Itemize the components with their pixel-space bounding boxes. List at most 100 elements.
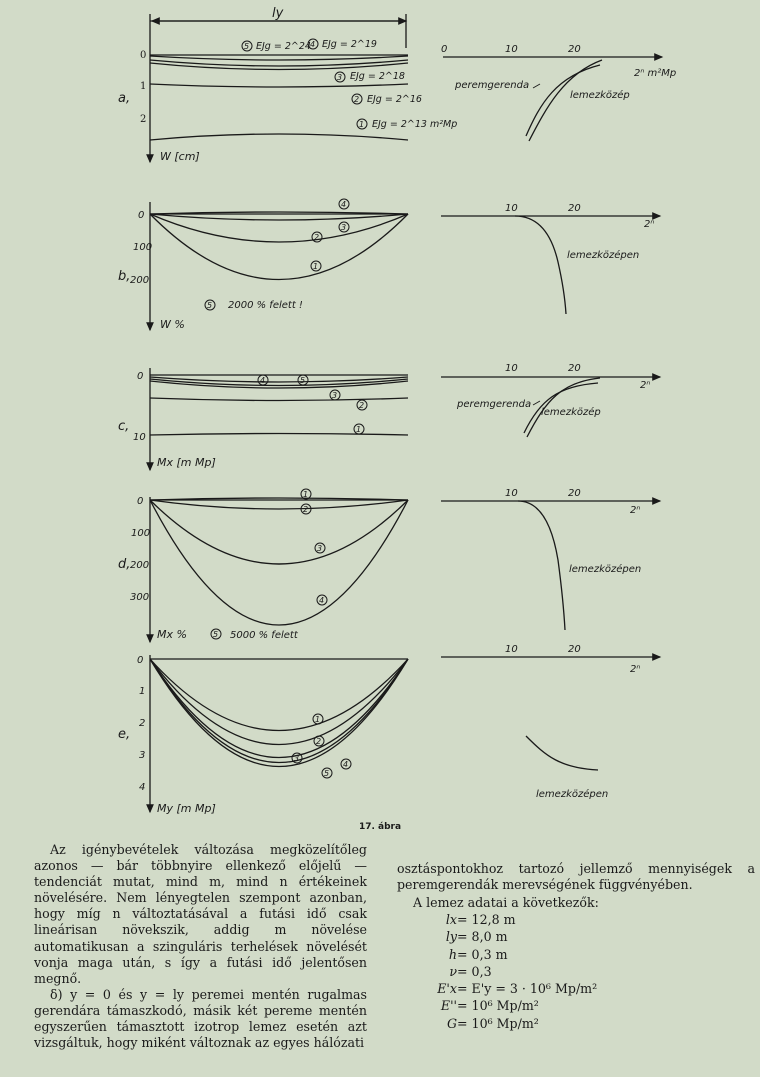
y-tick: 200 bbox=[130, 275, 149, 286]
y-tick: 100 bbox=[133, 242, 152, 253]
label-peremgerenda: peremgerenda bbox=[456, 399, 531, 410]
axis-label: W % bbox=[160, 318, 185, 331]
figure-caption: 17. ábra bbox=[358, 822, 402, 832]
param-row: h= 0,3 m bbox=[417, 946, 755, 963]
figure-17: ly a, 0 1 2 W [cm] 5 EJg = 2^24 4 EJg = … bbox=[118, 6, 676, 815]
y-tick: 4 bbox=[139, 782, 145, 793]
param-label: E'' bbox=[440, 998, 457, 1014]
curve-marker: 3 bbox=[317, 544, 322, 553]
note-marker: 5 bbox=[207, 301, 212, 310]
param-row: ly= 8,0 m bbox=[417, 928, 755, 945]
curve-marker: 1 bbox=[359, 120, 364, 129]
x-tick: 10 bbox=[505, 203, 518, 214]
curve-label: EJg = 2^13 m²Mp bbox=[372, 119, 457, 130]
panel-b-right-graph: 10 20 2ⁿ lemezközépen bbox=[441, 203, 662, 315]
panel-letter: c, bbox=[118, 419, 129, 434]
param-row: G= 10⁶ Mp/m² bbox=[417, 1015, 755, 1032]
paragraph: δ) y = 0 és y = ly peremei mentén rugalm… bbox=[34, 986, 367, 1051]
curve-marker: 2 bbox=[314, 233, 319, 242]
param-value: = 0,3 m bbox=[457, 946, 508, 962]
x-tick: 10 bbox=[505, 644, 518, 655]
curve-marker: 4 bbox=[319, 596, 324, 605]
y-tick: 200 bbox=[130, 560, 149, 571]
y-tick: 3 bbox=[139, 750, 145, 761]
curve-marker: 2 bbox=[359, 401, 364, 410]
y-tick: 0 bbox=[137, 371, 143, 382]
x-tick: 20 bbox=[568, 363, 581, 374]
y-tick: 2 bbox=[139, 718, 145, 729]
dimension-label: ly bbox=[272, 6, 284, 21]
panel-a: a, 0 1 2 W [cm] 5 EJg = 2^24 4 EJg = 2^1… bbox=[118, 38, 676, 164]
paragraph: Az igénybevételek változása megközelítől… bbox=[34, 842, 367, 986]
x-axis-label: 2ⁿ bbox=[640, 380, 650, 391]
panel-c-right-graph: 10 20 2ⁿ peremgerenda lemezközép bbox=[441, 363, 662, 438]
x-tick: 10 bbox=[505, 44, 518, 55]
curve-marker: 1 bbox=[303, 490, 308, 499]
panel-e: e, 0 1 2 3 4 My [m Mp] 1 2 3 4 5 1 bbox=[118, 644, 662, 815]
paragraph: osztáspontokhoz tartozó jellemző mennyis… bbox=[397, 861, 755, 893]
panel-d: d, 0 100 200 300 Mx % 1 2 3 4 5 5000 % f… bbox=[118, 488, 662, 644]
curve-marker: 3 bbox=[337, 73, 342, 82]
y-tick: 0 bbox=[137, 655, 143, 666]
dimension-ly: ly bbox=[149, 6, 408, 48]
param-value: = E'y = 3 · 10⁶ Mp/m² bbox=[457, 981, 598, 997]
curve-marker: 5 bbox=[300, 376, 305, 385]
x-axis-label: 2ⁿ bbox=[644, 219, 654, 230]
x-axis-label: 2ⁿ bbox=[630, 664, 640, 675]
curve-marker: 1 bbox=[313, 262, 318, 271]
param-value: = 10⁶ Mp/m² bbox=[457, 998, 539, 1014]
curve-marker: 4 bbox=[341, 200, 346, 209]
curve-marker: 4 bbox=[260, 376, 265, 385]
x-tick: 10 bbox=[505, 363, 518, 374]
x-tick: 20 bbox=[568, 644, 581, 655]
curve-label: EJg = 2^18 bbox=[350, 71, 405, 82]
param-value: = 10⁶ Mp/m² bbox=[457, 1015, 539, 1031]
param-label: ly bbox=[445, 929, 457, 945]
curve-marker: 3 bbox=[294, 754, 299, 763]
x-tick: 20 bbox=[568, 488, 581, 499]
axis-label: My [m Mp] bbox=[157, 802, 216, 815]
panel-letter: a, bbox=[118, 91, 130, 106]
y-tick: 10 bbox=[133, 432, 146, 443]
y-tick: 0 bbox=[138, 210, 144, 221]
axis-label: Mx % bbox=[157, 628, 187, 641]
label-lemezkozep: lemezközép bbox=[570, 89, 630, 101]
curve-label: EJg = 2^24 bbox=[256, 41, 311, 52]
panel-b: b, 0 100 200 W % 4 3 2 1 5 2000 % felett… bbox=[118, 198, 662, 332]
param-row: E'x= E'y = 3 · 10⁶ Mp/m² bbox=[417, 980, 755, 997]
x-tick: 0 bbox=[441, 44, 447, 55]
axis-label: W [cm] bbox=[160, 150, 200, 163]
panel-letter: d, bbox=[118, 557, 130, 572]
param-value: = 12,8 m bbox=[457, 912, 516, 928]
panel-letter: b, bbox=[118, 269, 130, 284]
param-row: E''= 10⁶ Mp/m² bbox=[417, 997, 755, 1014]
curve-marker: 1 bbox=[356, 425, 361, 434]
note: 2000 % felett ! bbox=[228, 300, 303, 311]
curve-marker: 2 bbox=[303, 505, 308, 514]
y-tick: 1 bbox=[140, 81, 146, 92]
param-label: h bbox=[448, 946, 457, 962]
panel-letter: e, bbox=[118, 727, 130, 742]
param-row: lx= 12,8 m bbox=[417, 911, 755, 928]
x-axis-label: 2ⁿ bbox=[630, 505, 640, 516]
curve-marker: 3 bbox=[332, 391, 337, 400]
param-label: ν bbox=[449, 963, 457, 979]
curve-marker: 2 bbox=[354, 95, 359, 104]
panel-c: c, 0 10 Mx [m Mp] 4 5 3 2 1 10 20 bbox=[118, 363, 662, 472]
x-axis-label: 2ⁿ m²Mp bbox=[634, 68, 676, 79]
curve-marker: 3 bbox=[341, 223, 346, 232]
text-column-right: osztáspontokhoz tartozó jellemző mennyis… bbox=[397, 861, 755, 1032]
curve-label: EJg = 2^16 bbox=[367, 94, 422, 105]
note: 5000 % felett bbox=[230, 630, 299, 641]
label-lemezkozepen: lemezközépen bbox=[567, 249, 639, 261]
panel-e-right-graph: 10 20 2ⁿ lemezközépen bbox=[441, 644, 662, 800]
param-label: G bbox=[446, 1015, 457, 1031]
param-value: = 8,0 m bbox=[457, 929, 508, 945]
y-tick: 0 bbox=[140, 50, 146, 61]
y-tick: 300 bbox=[130, 592, 149, 603]
param-label: lx bbox=[445, 912, 457, 928]
curve-marker: 5 bbox=[324, 769, 329, 778]
y-tick: 0 bbox=[137, 496, 143, 507]
panel-d-right-graph: 10 20 2ⁿ lemezközépen bbox=[441, 488, 662, 631]
curve-marker: 4 bbox=[310, 40, 315, 49]
